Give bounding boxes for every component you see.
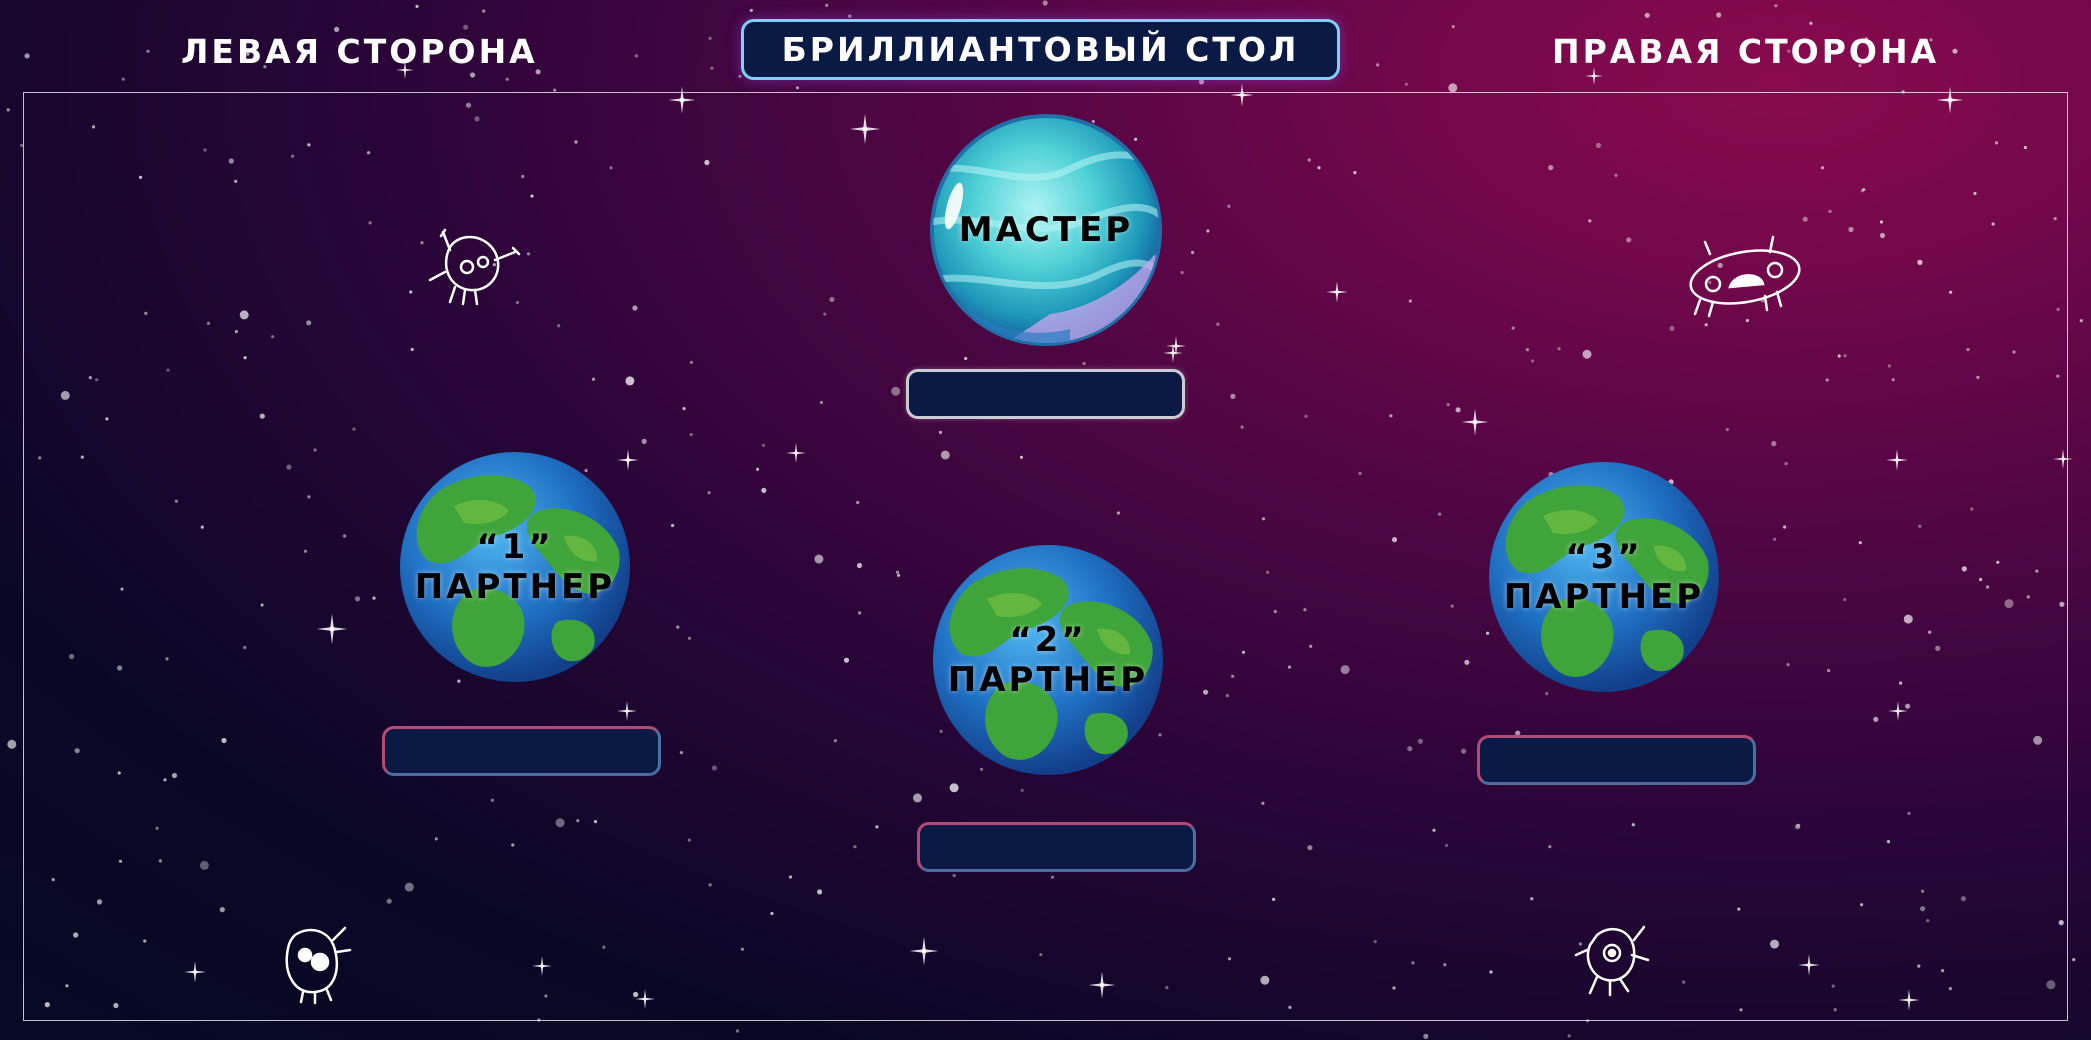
table-title: БРИЛЛИАНТОВЫЙ СТОЛ (781, 30, 1300, 69)
alien-doodle-icon (428, 228, 521, 306)
partner1-slot[interactable] (382, 726, 661, 776)
partner2-number: “2” (1009, 620, 1087, 660)
master-label: МАСТЕР (930, 114, 1162, 346)
partner2-label: “2” ПАРТНЕР (932, 544, 1164, 776)
partner1-label: “1” ПАРТНЕР (399, 451, 631, 683)
partner3-title: ПАРТНЕР (1503, 577, 1705, 617)
left-side-title: ЛЕВАЯ СТОРОНА (181, 32, 538, 71)
earth-icon (1489, 462, 1719, 692)
master-planet[interactable]: МАСТЕР (930, 114, 1162, 346)
table-frame (23, 92, 2068, 1021)
right-side-title: ПРАВАЯ СТОРОНА (1552, 32, 1940, 71)
earth-icon (400, 452, 630, 682)
master-label-text: МАСТЕР (958, 210, 1134, 250)
partner3-number: “3” (1565, 537, 1643, 577)
partner2-slot[interactable] (917, 822, 1196, 872)
ice-planet-icon (930, 114, 1162, 346)
partner3-slot[interactable] (1477, 735, 1756, 785)
monster-doodle-icon (285, 926, 352, 1005)
partner2-planet[interactable]: “2” ПАРТНЕР (932, 544, 1164, 776)
critter-doodle-icon (1574, 925, 1650, 997)
ufo-doodle-icon (1689, 235, 1801, 318)
partner2-title: ПАРТНЕР (947, 660, 1149, 700)
partner1-number: “1” (476, 527, 554, 567)
partner3-label: “3” ПАРТНЕР (1488, 461, 1720, 693)
partner3-planet[interactable]: “3” ПАРТНЕР (1488, 461, 1720, 693)
partner1-planet[interactable]: “1” ПАРТНЕР (399, 451, 631, 683)
master-slot[interactable] (906, 369, 1185, 419)
partner1-title: ПАРТНЕР (414, 567, 616, 607)
earth-icon (933, 545, 1163, 775)
table-title-badge: БРИЛЛИАНТОВЫЙ СТОЛ (741, 19, 1340, 80)
